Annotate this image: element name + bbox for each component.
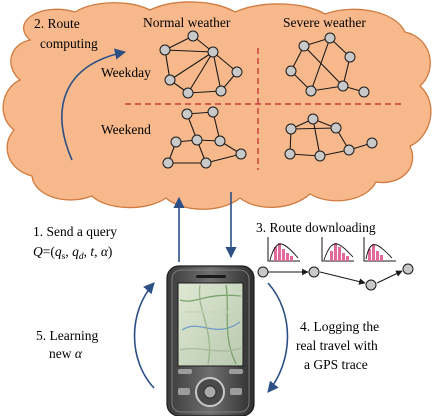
logging-arrow [267, 282, 289, 393]
step4-label-line3: a GPS trace [304, 357, 368, 372]
step5-label-line2: new α [49, 346, 83, 361]
step3-label: 3. Route downloading [256, 220, 376, 235]
step4-label-line1: 4. Logging the [300, 319, 379, 334]
downloaded-route [257, 263, 414, 291]
step4-label-line2: real travel with [296, 338, 378, 353]
weekend-label: Weekend [101, 122, 151, 137]
graph-weekday-normal [159, 30, 243, 99]
weekday-label: Weekday [101, 65, 151, 80]
travel-time-histograms [267, 237, 396, 262]
cloud-shape [2, 1, 432, 210]
learning-arrow [133, 282, 155, 389]
step1-label: 1. Send a query [33, 224, 117, 239]
graph-weekend-severe [284, 113, 378, 162]
cloud: 2. Route computing Normal weather Severe… [2, 1, 432, 210]
step2-label-line2: computing [40, 36, 98, 51]
histogram-2 [321, 237, 354, 262]
step2-label-line1: 2. Route [34, 16, 80, 31]
query-symbol: Q [33, 244, 43, 259]
severe-weather-label: Severe weather [283, 15, 366, 30]
histogram-1 [267, 237, 300, 262]
step5-label-line1: 5. Learning [36, 328, 98, 343]
graph-weekday-severe [285, 32, 370, 98]
map-on-screen [179, 284, 242, 365]
route-computing-arrow [61, 48, 127, 161]
histogram-3 [363, 237, 396, 262]
normal-weather-label: Normal weather [143, 15, 231, 30]
graph-weekend-normal [162, 106, 247, 169]
query-formula: Q=(qs, qd, t, α) [33, 244, 112, 262]
smartphone-icon [166, 265, 255, 416]
